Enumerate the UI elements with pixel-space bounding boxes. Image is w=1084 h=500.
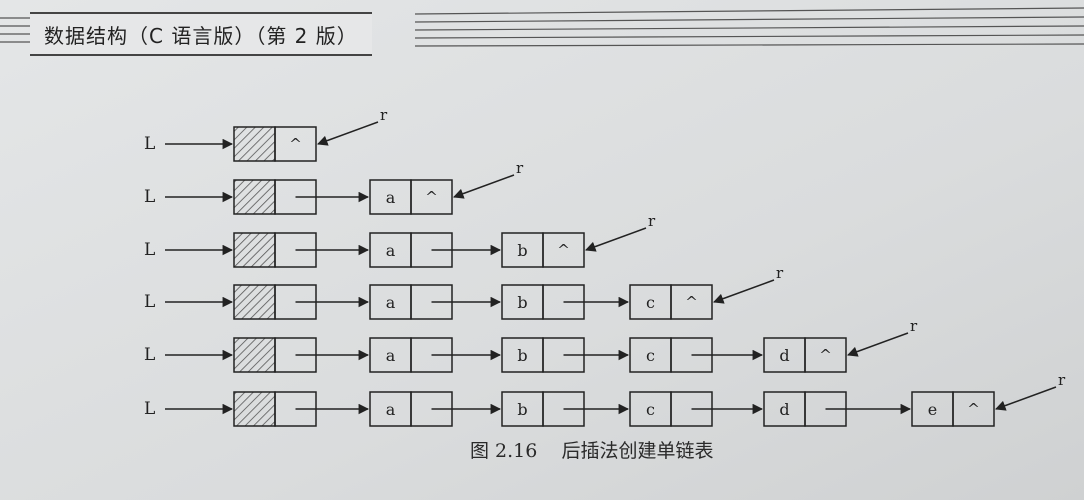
head-pointer-label: L: [144, 292, 155, 312]
null-symbol: ^: [557, 241, 570, 259]
node-value: a: [386, 293, 396, 312]
tail-pointer-label: r: [910, 317, 918, 335]
tail-pointer-label: r: [380, 106, 388, 124]
node-next-field: [542, 232, 585, 268]
node-value: c: [646, 293, 655, 312]
tail-arrow: [847, 332, 909, 357]
node-value: c: [646, 346, 655, 365]
book-header: 数据结构（C 语言版）（第 2 版）: [30, 12, 372, 56]
tail-arrow: [317, 121, 379, 146]
node-next-field: [952, 391, 995, 427]
head-node-data: [233, 126, 276, 162]
head-node-next: [274, 126, 317, 162]
head-node-data: [233, 232, 276, 268]
head-node-data: [233, 391, 276, 427]
head-node-data: [233, 337, 276, 373]
tail-pointer-label: r: [1058, 371, 1066, 389]
tail-pointer-label: r: [776, 264, 784, 282]
head-pointer-label: L: [144, 399, 155, 419]
null-symbol: ^: [685, 293, 698, 311]
node-next-field: [410, 179, 453, 215]
node-value: e: [928, 400, 937, 419]
node-value: a: [386, 400, 396, 419]
node-value: a: [386, 241, 396, 260]
head-pointer-label: L: [144, 134, 155, 154]
book-title: 数据结构（C 语言版）（第 2 版）: [44, 23, 358, 48]
null-symbol: ^: [289, 135, 302, 153]
tail-arrow: [713, 279, 775, 304]
node-value: b: [517, 241, 527, 260]
node-value: c: [646, 400, 655, 419]
node-next-field: [804, 337, 847, 373]
header-rule-lines: [0, 7, 1084, 47]
node-next-field: [670, 284, 713, 320]
null-symbol: ^: [967, 400, 980, 418]
null-symbol: ^: [425, 188, 438, 206]
tail-arrow: [453, 174, 515, 199]
list-row: L ^ r: [144, 106, 388, 162]
head-pointer-label: L: [144, 240, 155, 260]
node-value: b: [517, 400, 527, 419]
tail-arrow: [995, 386, 1057, 411]
head-node-data: [233, 179, 276, 215]
head-node-data: [233, 284, 276, 320]
tail-pointer-label: r: [648, 212, 656, 230]
figure-caption: 图 2.16 后插法创建单链表: [470, 440, 714, 462]
node-value: b: [517, 346, 527, 365]
head-pointer-label: L: [144, 187, 155, 207]
node-value: a: [386, 346, 396, 365]
node-value: d: [779, 400, 789, 419]
null-symbol: ^: [819, 346, 832, 364]
node-value: d: [779, 346, 789, 365]
head-pointer-label: L: [144, 345, 155, 365]
tail-pointer-label: r: [516, 159, 524, 177]
tail-arrow: [585, 227, 647, 252]
node-value: b: [517, 293, 527, 312]
node-value: a: [386, 188, 396, 207]
